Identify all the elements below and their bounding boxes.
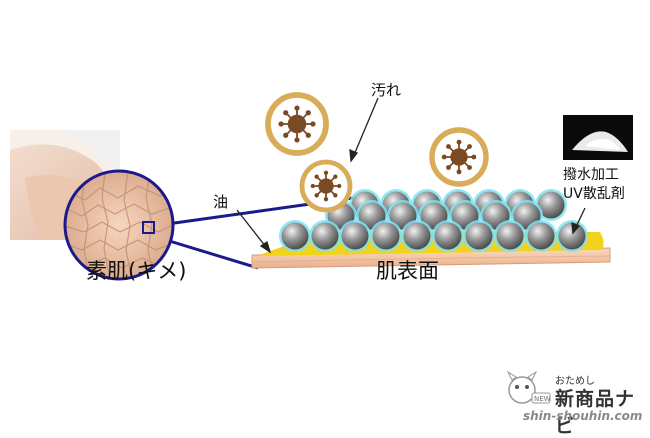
dirt-particle-icon <box>429 127 489 187</box>
powder-photo <box>563 115 633 160</box>
dirt-label: 汚れ <box>371 81 402 99</box>
skin-texture-label: 素肌(キメ) <box>86 259 187 283</box>
coated-sphere-icon <box>309 220 341 252</box>
coated-sphere-icon <box>463 220 495 252</box>
coated-sphere-icon <box>370 220 402 252</box>
coating-label: 撥水加工 UV散乱剤 <box>563 166 625 204</box>
coating-label-line2: UV散乱剤 <box>563 186 625 202</box>
logo-url-text: shin-shouhin.com <box>523 409 643 423</box>
oil-arrow <box>236 209 272 254</box>
oil-label: 油 <box>213 193 229 211</box>
coated-sphere-icon <box>525 220 557 252</box>
coated-spheres <box>279 189 588 252</box>
logo-badge: NEW <box>534 395 551 403</box>
coating-arrow <box>571 207 586 235</box>
coated-sphere-icon <box>432 220 464 252</box>
coated-sphere-icon <box>494 220 526 252</box>
coated-sphere-icon <box>279 220 311 252</box>
coated-sphere-icon <box>401 220 433 252</box>
skin-surface-label: 肌表面 <box>376 259 439 283</box>
coated-sphere-icon <box>339 220 371 252</box>
magnifier-focus-box <box>142 221 155 234</box>
mascot-icon: NEW <box>506 370 551 404</box>
logo-main-text: 新商品ナビ <box>555 388 636 437</box>
coating-label-line1: 撥水加工 <box>563 167 619 183</box>
coated-sphere-icon <box>556 220 588 252</box>
dirt-particle-icon <box>265 92 329 156</box>
dirt-particles <box>265 92 489 213</box>
dirt-particle-icon <box>299 159 353 213</box>
dirt-arrow <box>349 97 379 163</box>
logo-small-text: おためし <box>555 376 595 387</box>
coated-sphere-icon <box>535 189 567 221</box>
magnified-skin-circle <box>63 169 175 281</box>
